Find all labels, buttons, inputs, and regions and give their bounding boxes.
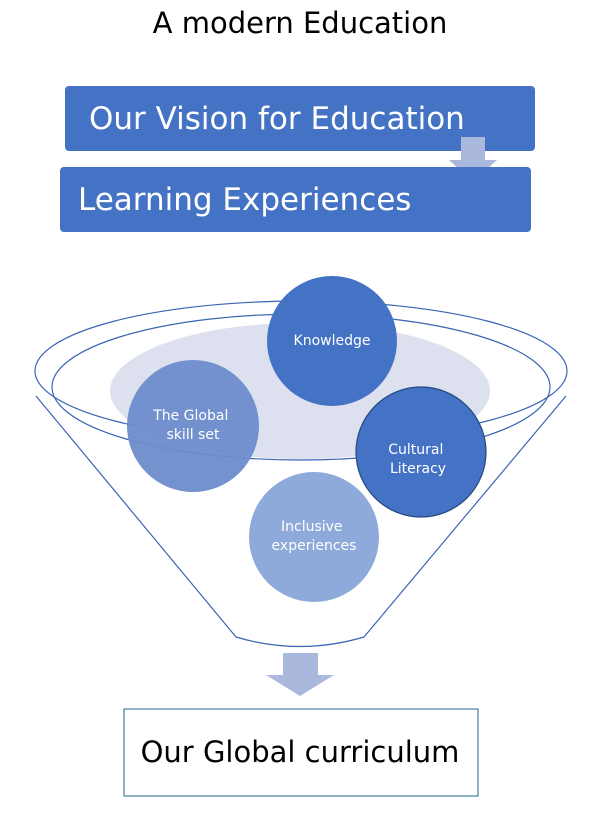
bubble-inclusive: Inclusive experiences [249, 472, 379, 602]
output-box-frame [123, 708, 479, 797]
bubble-inclusive-circle [249, 472, 379, 602]
bubble-cultural-circle [355, 386, 487, 518]
banner-vision: Our Vision for Education [65, 86, 535, 151]
bubble-cultural-literacy: Cultural Literacy [355, 386, 487, 518]
banner-learning: Learning Experiences [60, 167, 531, 232]
funnel-body [35, 395, 567, 648]
banner-learning-label: Learning Experiences [78, 182, 411, 218]
diagram-title: A modern Education [153, 6, 448, 40]
bubble-global-skill-label: The Global skill set [152, 408, 233, 443]
bubble-inclusive-label: Inclusive experiences [272, 519, 357, 554]
bubble-global-skill: The Global skill set [127, 360, 259, 492]
bubble-global-skill-circle [127, 360, 259, 492]
bubble-cultural-label: Cultural Literacy [388, 442, 448, 477]
banner-vision-box [65, 86, 535, 151]
output-label: Our Global curriculum [141, 735, 460, 769]
bubble-knowledge-label: Knowledge [294, 333, 371, 349]
bubble-knowledge: Knowledge [267, 276, 397, 406]
output-box: Our Global curriculum [123, 708, 479, 797]
bubble-knowledge-circle [267, 276, 397, 406]
banner-learning-box [60, 167, 531, 232]
funnel-arrow [266, 653, 334, 696]
banner-vision-label: Our Vision for Education [89, 101, 465, 137]
